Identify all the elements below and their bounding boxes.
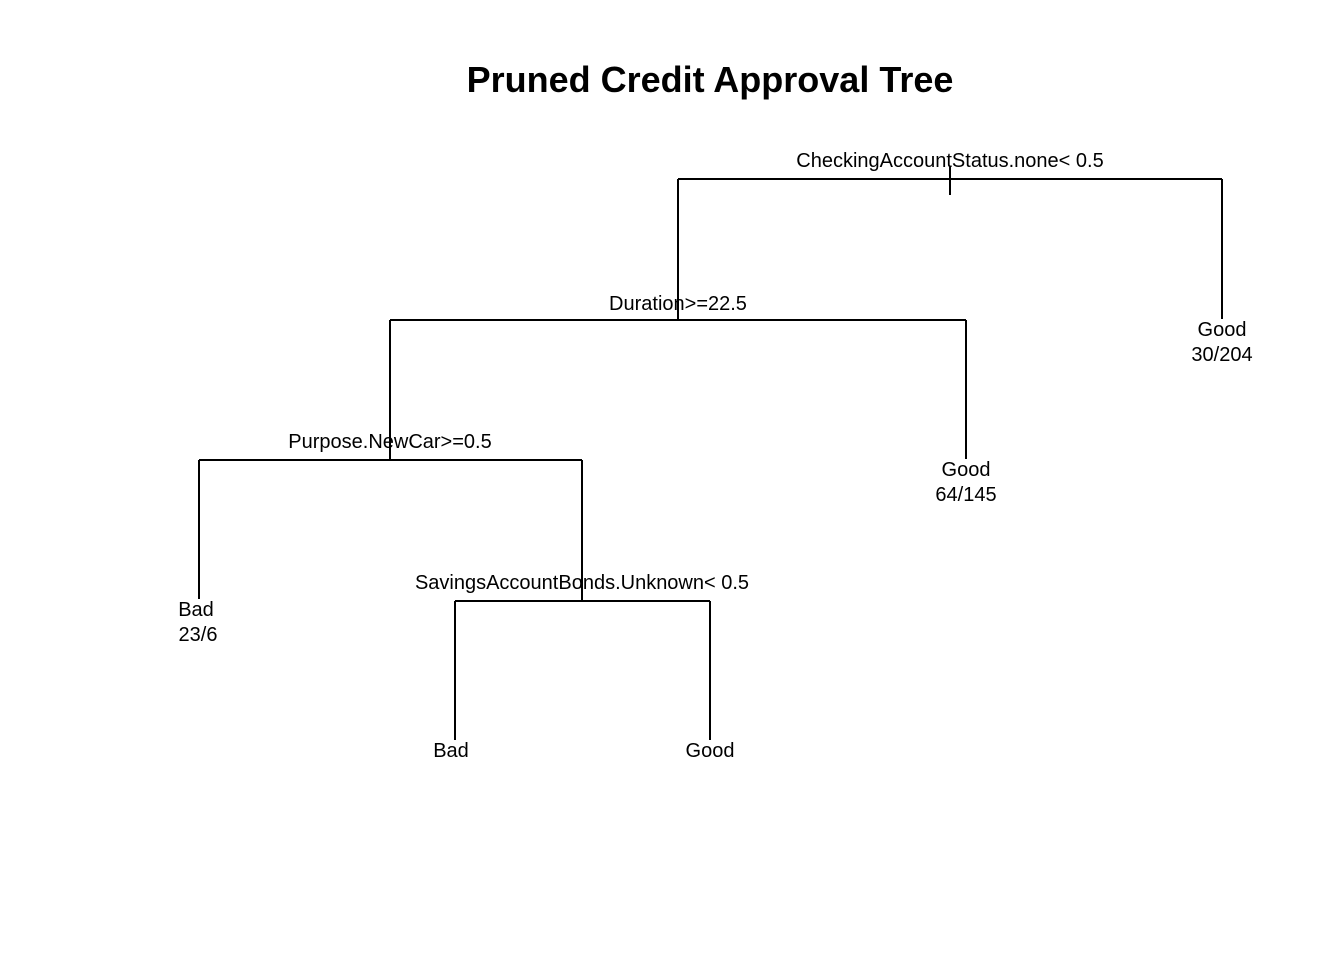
leaf-class-label: Bad: [178, 599, 214, 621]
leaf-savings-right: Good: [686, 740, 735, 762]
duration-split: Duration>=22.5: [389, 293, 967, 460]
leaf-checking-right: Good 30/204: [1191, 319, 1252, 366]
leaf-count-label: 30/204: [1191, 344, 1252, 366]
leaf-duration-right: Good 64/145: [935, 459, 996, 506]
root-split: CheckingAccountStatus.none< 0.5: [677, 150, 1223, 320]
leaf-class-label: Good: [1198, 319, 1247, 341]
chart-title: Pruned Credit Approval Tree: [467, 59, 954, 100]
leaf-savings-left: Bad: [433, 740, 469, 762]
purpose-split-label: Purpose.NewCar>=0.5: [288, 431, 491, 453]
purpose-split: Purpose.NewCar>=0.5: [198, 431, 583, 601]
leaf-class-label: Good: [942, 459, 991, 481]
leaf-class-label: Good: [686, 740, 735, 762]
duration-split-label: Duration>=22.5: [609, 293, 747, 315]
leaf-purpose-left: Bad 23/6: [178, 599, 217, 646]
savings-split: SavingsAccountBonds.Unknown< 0.5: [415, 572, 749, 740]
leaf-count-label: 64/145: [935, 484, 996, 506]
leaf-count-label: 23/6: [179, 624, 218, 646]
root-split-label: CheckingAccountStatus.none< 0.5: [796, 150, 1103, 172]
leaf-class-label: Bad: [433, 740, 469, 762]
savings-split-label: SavingsAccountBonds.Unknown< 0.5: [415, 572, 749, 594]
